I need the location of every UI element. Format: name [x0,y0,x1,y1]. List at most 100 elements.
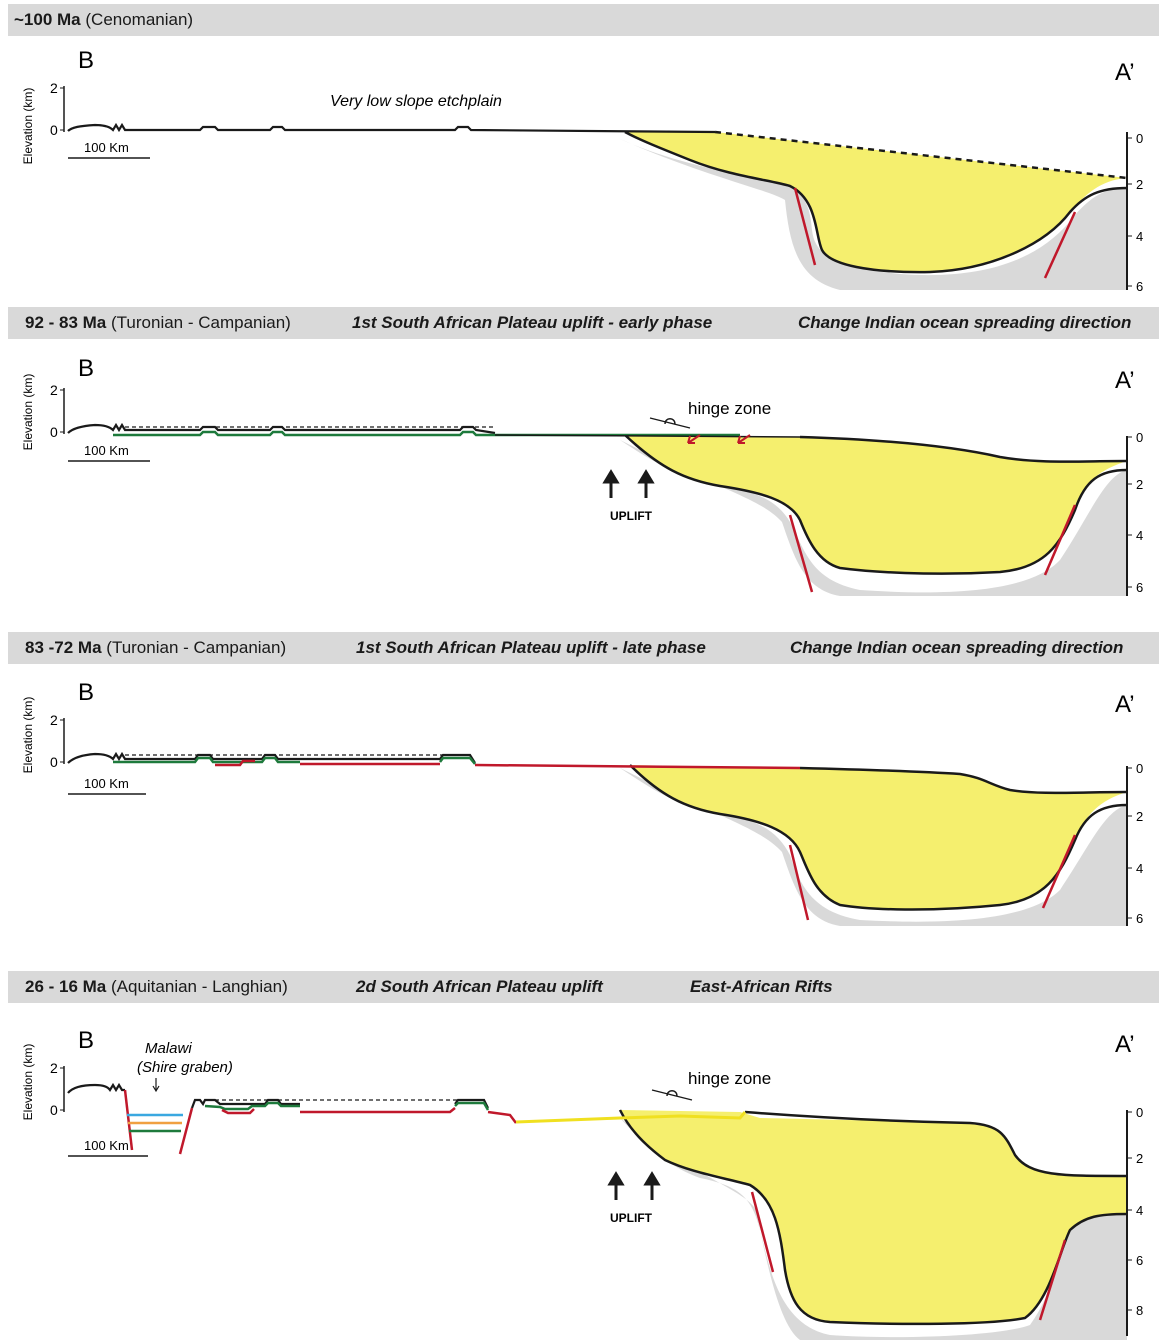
depth-tick-label: 4 [1136,1203,1143,1218]
panel-83-72ma: 83 -72 Ma (Turonian - Campanian) 1st Sou… [0,620,1159,940]
cross-section-83-72ma: 0 2 4 6 Elevation (km) 2 0 100 Km B A’ [21,679,1143,926]
uplift-arrow [643,1171,661,1200]
profile-start-label: B [78,679,94,706]
green-surface [204,1101,490,1111]
depth-ticks: 0 2 4 6 [1127,430,1143,595]
basin-top-line [799,435,1128,463]
elevation-tick-label: 0 [50,754,58,770]
fault-line [788,514,814,593]
uplift-arrow [637,469,655,498]
fault-line [123,1089,134,1151]
profile-start-label: B [78,47,94,74]
elevation-tick-label: 0 [50,122,58,138]
graben-name-label: Malawi [145,1040,192,1057]
basin-top-line [744,1110,1128,1178]
graben-pointer-arrow [152,1078,160,1093]
event-label: 1st South African Plateau uplift - late … [356,638,706,657]
topographic-surface [67,1082,125,1094]
fault-line [1038,1239,1067,1321]
green-surface [113,756,476,765]
paleo-surface-dashed [714,130,1128,180]
stage-label: (Turonian - Campanian) [111,313,291,332]
depth-ticks: 0 2 4 6 [1127,131,1143,294]
profile-end-label: A’ [1115,1031,1135,1058]
depth-tick-label: 8 [1136,1303,1143,1318]
depth-tick-label: 2 [1136,809,1143,824]
basin-top-line [799,766,1128,795]
basin-base-line [624,434,1128,575]
cross-section-100ma: 0 2 4 6 Elevation (km) 2 0 100 Km B A’ V… [21,47,1143,294]
scale-bar-label: 100 Km [84,140,129,155]
hinge-zone-label: hinge zone [688,1069,771,1088]
panel-header: 83 -72 Ma (Turonian - Campanian) 1st Sou… [8,632,1159,664]
hinge-symbol [649,417,691,429]
panel-92-83ma: 92 - 83 Ma (Turonian - Campanian) 1st So… [0,300,1159,620]
age-label: 83 -72 Ma [25,638,102,657]
sediment-basin-fill [625,132,1127,273]
depth-tick-label: 6 [1136,1253,1143,1268]
depth-tick-label: 2 [1136,177,1143,192]
depth-tick-label: 4 [1136,528,1143,543]
green-surface [113,430,740,437]
red-arrow [737,434,751,444]
depth-tick-label: 0 [1136,430,1143,445]
event-label: Change Indian ocean spreading direction [790,638,1124,657]
profile-end-label: A’ [1115,367,1135,394]
depth-tick-label: 0 [1136,1105,1143,1120]
cross-section-92-83ma: hinge zone UPLIFT 0 2 4 6 Elevation (km)… [21,355,1143,596]
panel-header: ~100 Ma (Cenomanian) [8,4,1159,36]
red-arrow [687,434,701,444]
fault-line [178,1107,194,1155]
profile-start-label: B [78,1027,94,1054]
elevation-tick-label: 0 [50,1102,58,1118]
depth-tick-label: 0 [1136,131,1143,146]
fault-line [750,1191,775,1273]
basement-shadow [620,768,1127,926]
depth-tick-label: 6 [1136,580,1143,595]
uplift-label: UPLIFT [610,509,653,523]
depth-tick-label: 6 [1136,911,1143,926]
profile-start-label: B [78,355,94,382]
depth-tick-label: 0 [1136,761,1143,776]
age-label: ~100 Ma [14,10,81,29]
surface-continuation [494,434,801,438]
hinge-zone-label: hinge zone [688,399,771,418]
uplift-arrow [607,1171,625,1200]
event-label: Change Indian ocean spreading direction [798,313,1132,332]
topographic-surface [190,1098,489,1109]
sediment-basin-fill [630,765,1127,910]
elevation-tick-label: 2 [50,1060,58,1076]
event-label: 2d South African Plateau uplift [356,977,603,996]
scale-bar-label: 100 Km [84,1138,129,1153]
sediment-basin-fill [620,1110,1127,1324]
age-label: 92 - 83 Ma [25,313,107,332]
depth-ticks: 0 2 4 6 8 [1127,1105,1143,1318]
hinge-symbol [651,1089,693,1101]
fault-line [793,187,817,266]
panel-26-16ma: 26 - 16 Ma (Aquitanian - Langhian) 2d So… [0,940,1159,1340]
red-surface [221,1107,517,1124]
age-label: 26 - 16 Ma [25,977,107,996]
elevation-tick-label: 2 [50,712,58,728]
scale-bar-label: 100 Km [84,443,129,458]
topographic-surface [67,122,716,134]
depth-tick-label: 2 [1136,1151,1143,1166]
sediment-basin-fill [625,435,1127,574]
stage-label: (Turonian - Campanian) [106,638,287,657]
profile-end-label: A’ [1115,691,1135,718]
graben-detail-label: (Shire graben) [137,1059,233,1076]
event-label: 1st South African Plateau uplift - early… [352,313,713,332]
depth-tick-label: 4 [1136,861,1143,876]
basin-base-line [629,764,1128,911]
panel-100ma: ~100 Ma (Cenomanian) 0 2 4 6 Elevation (… [0,0,1159,300]
fault-line [1041,834,1077,909]
uplift-arrow [602,469,620,498]
basement-shadow [620,1118,1127,1340]
uplift-label: UPLIFT [610,1211,653,1225]
panel-header: 26 - 16 Ma (Aquitanian - Langhian) 2d So… [8,971,1159,1003]
yellow-surface [515,1111,747,1124]
depth-tick-label: 6 [1136,279,1143,294]
stage-label: (Cenomanian) [85,10,194,29]
fault-line [788,844,810,921]
elevation-tick-label: 2 [50,382,58,398]
